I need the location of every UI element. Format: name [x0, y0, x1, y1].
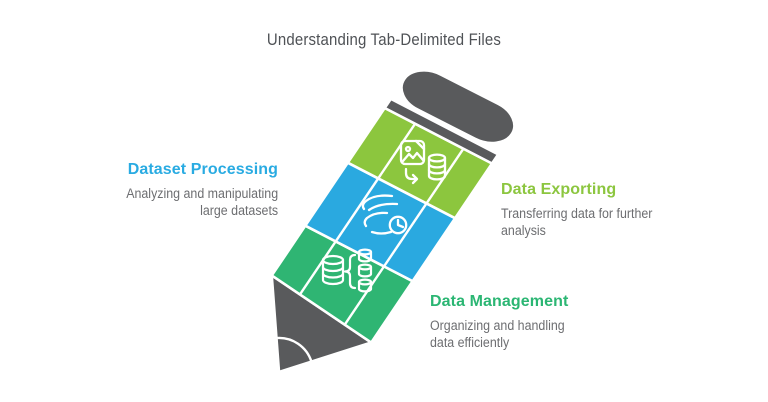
database-ring-icon — [427, 168, 447, 175]
description-line: analysis — [501, 222, 546, 238]
database-body-icon — [321, 258, 345, 286]
pencil-eraser — [400, 69, 516, 145]
data-exporting-heading: Data Exporting — [501, 181, 617, 198]
stream-line-icon — [361, 194, 394, 211]
database-body-icon — [427, 156, 447, 181]
description-line: Transferring data for further — [501, 206, 653, 221]
small-database-icon — [357, 280, 373, 293]
image-file-icon — [399, 139, 426, 166]
export-arrow-icon — [404, 167, 418, 181]
data-exporting-description: Transferring data for further analysis — [501, 206, 652, 239]
clock-hands-icon — [396, 218, 405, 229]
brace-icon — [343, 253, 357, 290]
description-line: large datasets — [199, 202, 278, 218]
stream-line-icon — [367, 202, 399, 212]
label-dataset-processing: Dataset Processing Analyzing and manipul… — [113, 160, 278, 219]
database-ring-icon — [427, 162, 447, 169]
stream-line-icon — [363, 211, 389, 228]
image-sun-dot-icon — [404, 145, 412, 153]
image-mountains-icon — [401, 151, 425, 163]
facet-line-top — [298, 123, 417, 296]
small-database-icon — [357, 265, 373, 278]
description-line: Analyzing and manipulating — [126, 186, 278, 201]
page-title: Understanding Tab-Delimited Files — [266, 30, 502, 49]
data-management-description: Organizing and handling data efficiently — [430, 318, 565, 351]
data-stream-time-icon — [361, 194, 408, 235]
data-management-heading: Data Management — [430, 293, 569, 310]
image-to-database-export-icon — [399, 139, 447, 185]
dataset-processing-description: Analyzing and manipulating large dataset… — [126, 186, 278, 219]
pencil-tip-arc — [276, 336, 313, 363]
small-database-icon — [357, 250, 373, 263]
database-ring-icon — [321, 272, 345, 279]
dataset-processing-heading: Dataset Processing — [127, 161, 278, 178]
label-data-management: Data Management Organizing and handling … — [430, 292, 576, 351]
folded-corner-icon — [414, 139, 426, 151]
clock-face-icon — [388, 215, 408, 235]
label-data-exporting: Data Exporting Transferring data for fur… — [501, 180, 666, 239]
export-arrowhead-icon — [411, 173, 419, 185]
description-line: Organizing and handling — [430, 318, 565, 333]
pencil-ferrule-band — [383, 97, 500, 165]
stream-line-icon — [370, 230, 393, 235]
description-line: data efficiently — [430, 334, 510, 350]
database-distribution-icon — [321, 248, 373, 293]
database-ring-icon — [321, 265, 345, 273]
